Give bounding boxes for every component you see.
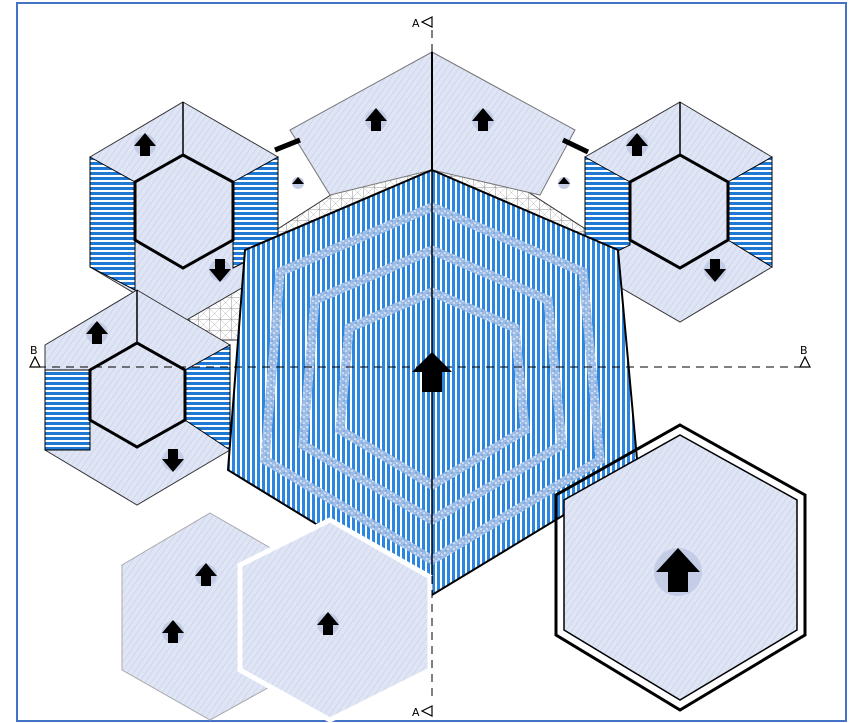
svg-text:A: A bbox=[412, 17, 420, 30]
hex-unit-left bbox=[44, 289, 231, 506]
section-marker-a-bottom: A bbox=[412, 705, 433, 719]
section-triangle-icon bbox=[29, 355, 41, 368]
section-triangle-icon bbox=[420, 705, 433, 717]
hex-unit-bottom-left bbox=[121, 512, 433, 723]
svg-text:B: B bbox=[800, 344, 808, 357]
section-marker-a-top: A bbox=[412, 16, 433, 30]
section-triangle-icon bbox=[420, 16, 433, 28]
section-marker-b-left: B bbox=[29, 344, 41, 368]
arrow-marker-icon bbox=[86, 108, 726, 643]
section-triangle-icon bbox=[799, 355, 811, 368]
svg-text:A: A bbox=[412, 706, 420, 719]
upper-hex bbox=[274, 51, 590, 196]
svg-text:B: B bbox=[30, 344, 38, 357]
section-marker-b-right: B bbox=[799, 344, 811, 368]
